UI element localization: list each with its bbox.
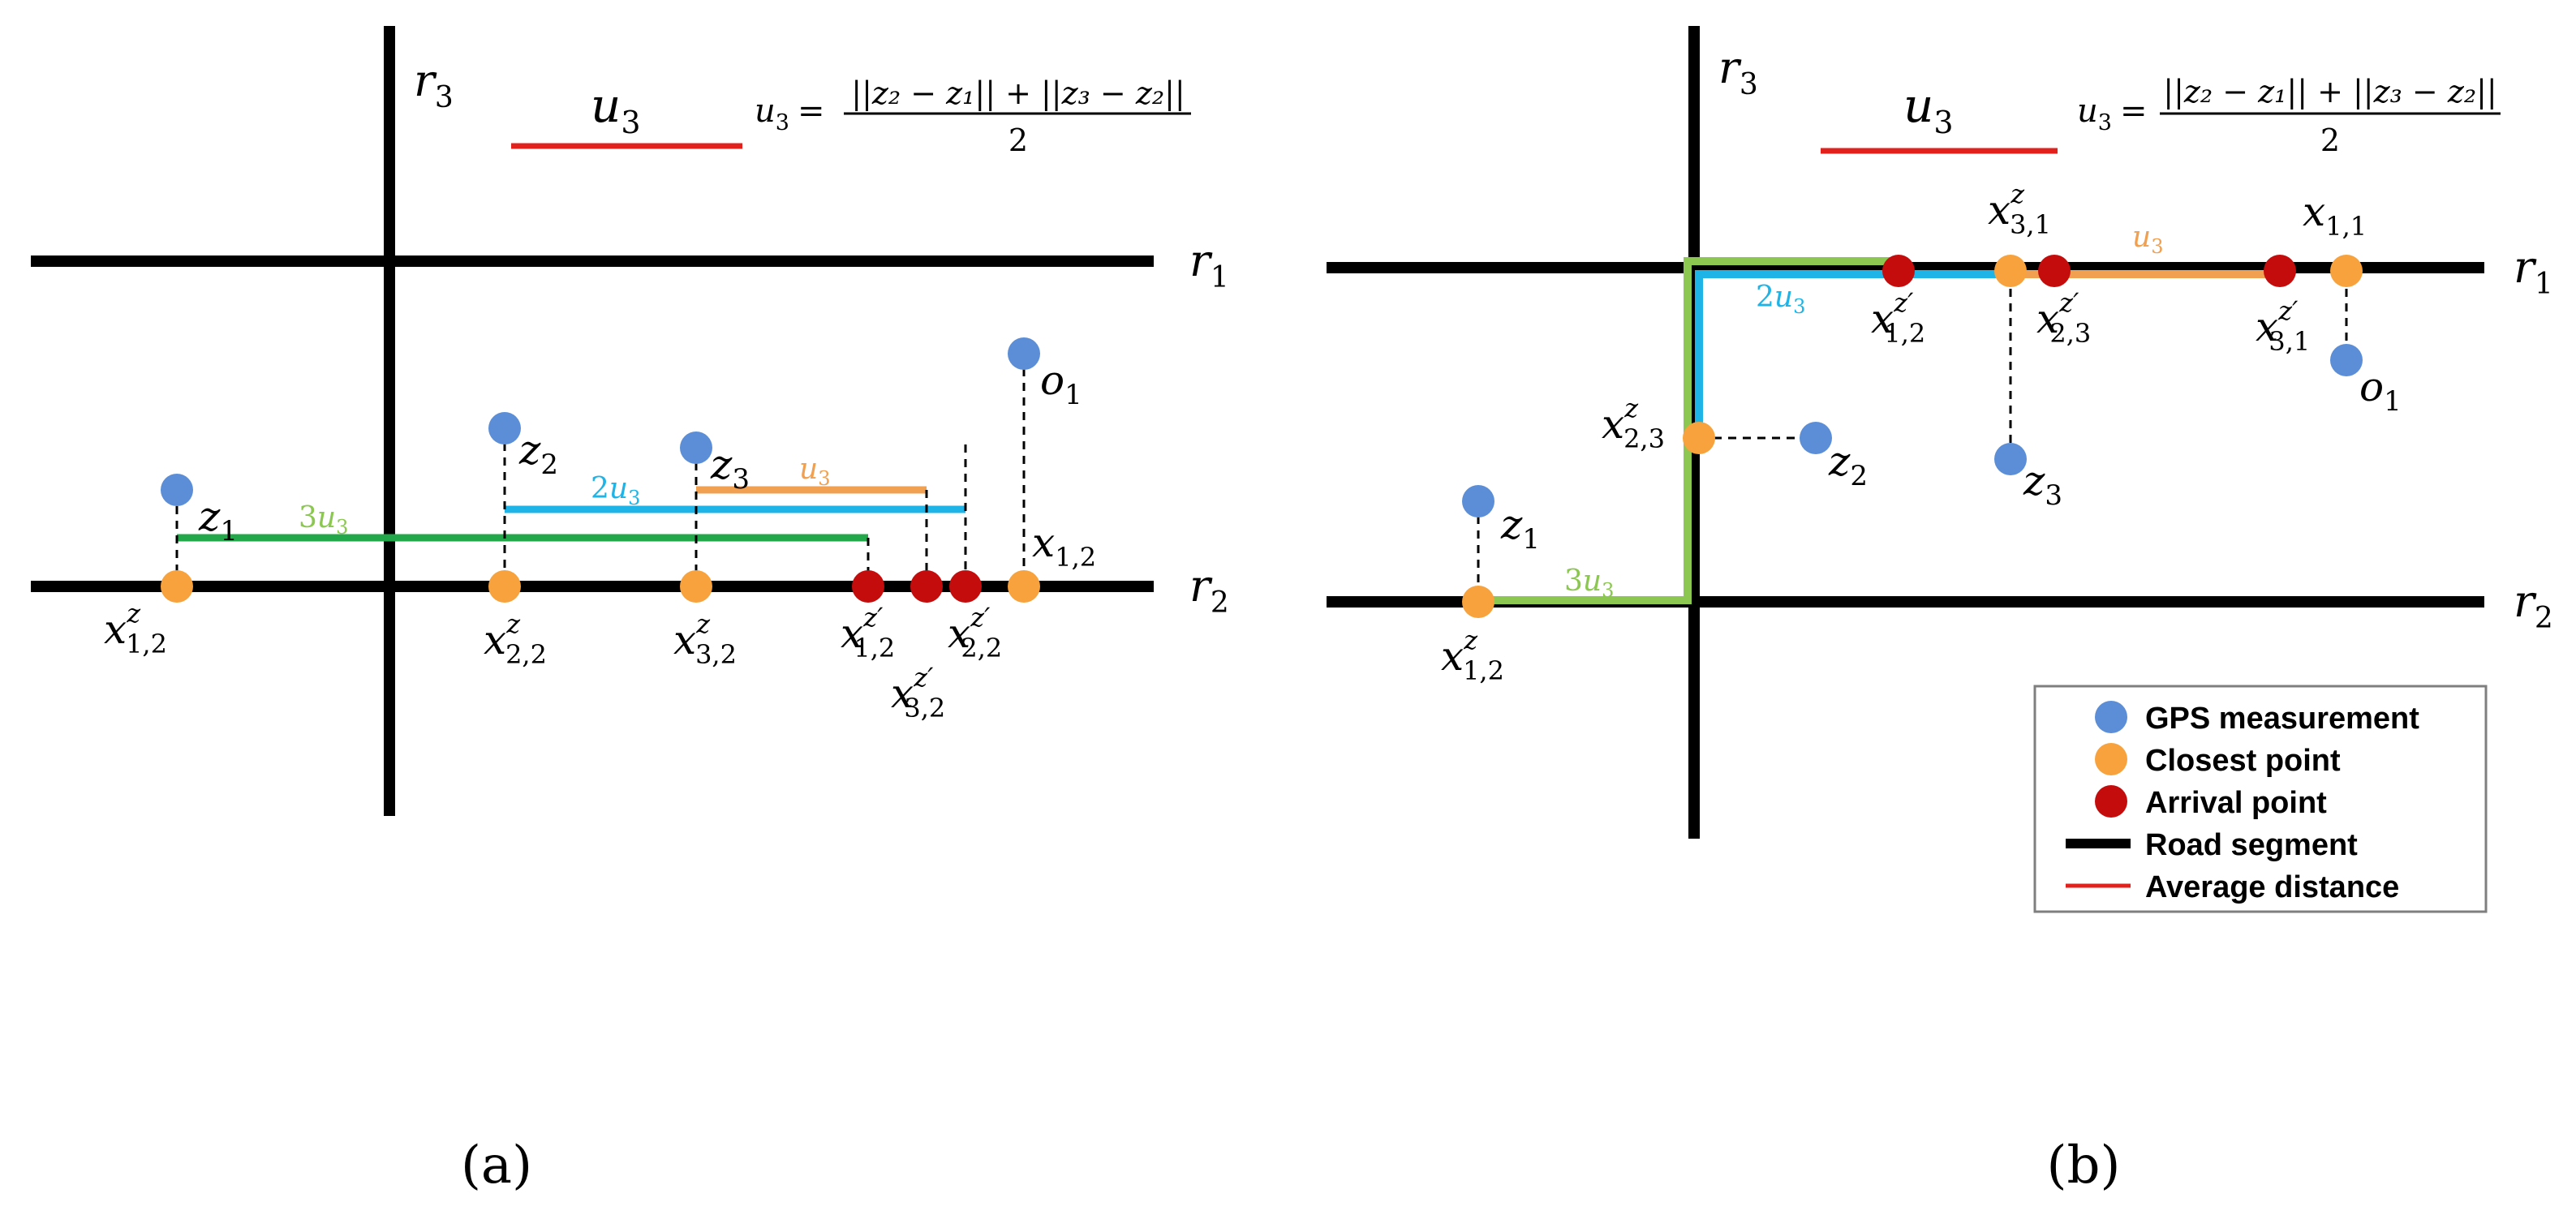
arrival-label-x12-b: xz′1,2: [1871, 287, 1925, 349]
road-label-r3-b: r3: [1718, 42, 1758, 101]
arrival-label-x32-a: xz′3,2: [891, 662, 945, 723]
legend-gps-dot: [2095, 701, 2127, 733]
closest-point-x32z-a: [680, 570, 712, 603]
arrival-label-x22-a: xz′2,2: [948, 602, 1002, 663]
closest-point-x12z-a: [161, 570, 193, 603]
legend-label-gps: GPS measurement: [2145, 702, 2419, 736]
gps-point-z3-b: [1994, 443, 2027, 475]
segment-label-u3-a: u3: [799, 453, 830, 490]
arrival-point-x23-b: [2038, 255, 2071, 287]
segment-label-2u3-b: 2u3: [1756, 281, 1805, 318]
panel-label-b: (b): [2047, 1136, 2121, 1196]
arrival-point-x32-a: [910, 570, 943, 603]
closest-label-x12-a: x1,2: [1032, 519, 1096, 573]
formula-denominator-a: 2: [1008, 122, 1028, 158]
panel-label-a: (a): [461, 1136, 532, 1196]
panel-a: r3 r1 r2 u3 u3= ||z₂ − z₁|| + ||z₃ − z₂|…: [31, 26, 1229, 1196]
legend-label-arrival: Arrival point: [2145, 786, 2327, 820]
swatch-label-u3-a: u3: [591, 78, 641, 140]
segment-label-u3-b: u3: [2132, 221, 2163, 258]
gps-point-z2-b: [1800, 422, 1832, 454]
gps-label-z1-b: z1: [1500, 501, 1540, 556]
swatch-label-u3-b: u3: [1903, 78, 1954, 140]
legend-arrival-dot: [2095, 785, 2127, 818]
road-label-r1-a: r1: [1189, 235, 1229, 294]
segment-label-3u3-b: 3u3: [1564, 565, 1614, 602]
closest-point-x31z-b: [1994, 255, 2027, 287]
gps-point-z3-a: [680, 432, 712, 464]
arrival-point-x31-b: [2264, 255, 2296, 287]
legend-closest-dot: [2095, 743, 2127, 775]
segment-label-2u3-a: 2u3: [591, 472, 640, 509]
gps-label-o1-b: o1: [2359, 363, 2402, 418]
gps-label-z2-b: z2: [1828, 438, 1868, 492]
gps-point-z1-a: [161, 474, 193, 506]
closest-point-x11-b: [2330, 255, 2363, 287]
segment-2u3-b: [1695, 270, 2054, 436]
road-label-r2-b: r2: [2514, 576, 2553, 635]
arrival-point-x12-a: [852, 570, 884, 603]
closest-point-x12-a: [1008, 570, 1040, 603]
gps-label-z3-a: z3: [710, 441, 750, 496]
arrival-point-x22-a: [949, 570, 982, 603]
dashed-connectors-b: [1477, 274, 2348, 600]
gps-label-o1-a: o1: [1040, 357, 1082, 411]
gps-point-z2-a: [488, 412, 521, 444]
formula-denominator-b: 2: [2320, 122, 2340, 158]
gps-point-o1-b: [2330, 344, 2363, 376]
legend: GPS measurement Closest point Arrival po…: [2033, 685, 2488, 913]
road-label-r2-a: r2: [1189, 560, 1229, 620]
closest-point-x12z-b: [1462, 586, 1494, 618]
legend-label-average: Average distance: [2145, 870, 2399, 904]
arrival-point-x12-b: [1882, 255, 1915, 287]
arrival-label-x23-b: xz′2,3: [2036, 287, 2091, 349]
gps-point-o1-a: [1008, 337, 1040, 370]
panel-b: r3 r1 r2 u3 u3= ||z₂ − z₁|| + ||z₃ − z₂|…: [1327, 26, 2553, 1196]
formula-lhs-b: u3=: [2077, 92, 2147, 135]
formula-b: u3= ||z₂ − z₁|| + ||z₃ − z₂|| 2: [2077, 74, 2501, 158]
formula-lhs-a: u3=: [755, 92, 824, 135]
arrival-label-x12-a: xz′1,2: [841, 602, 895, 663]
formula-numerator-a: ||z₂ − z₁|| + ||z₃ − z₂||: [851, 75, 1185, 111]
legend-label-closest: Closest point: [2145, 744, 2341, 778]
closest-label-x11-b: x1,1: [2303, 188, 2367, 242]
gps-label-z1-a: z1: [198, 493, 238, 547]
closest-point-x23z-b: [1683, 422, 1715, 454]
road-label-r3-a: r3: [414, 55, 454, 114]
road-label-r1-b: r1: [2514, 242, 2553, 301]
arrival-label-x31-b: xz′3,1: [2256, 295, 2310, 357]
gps-label-z3-b: z3: [2023, 457, 2062, 512]
gps-point-z1-b: [1462, 485, 1494, 517]
dashed-connectors-a: [175, 354, 1026, 586]
segment-label-3u3-a: 3u3: [299, 501, 348, 539]
closest-point-x22z-a: [488, 570, 521, 603]
formula-a: u3= ||z₂ − z₁|| + ||z₃ − z₂|| 2: [755, 75, 1191, 158]
legend-label-road: Road segment: [2145, 828, 2358, 862]
formula-numerator-b: ||z₂ − z₁|| + ||z₃ − z₂||: [2163, 74, 2496, 109]
gps-label-z2-a: z2: [518, 427, 558, 481]
